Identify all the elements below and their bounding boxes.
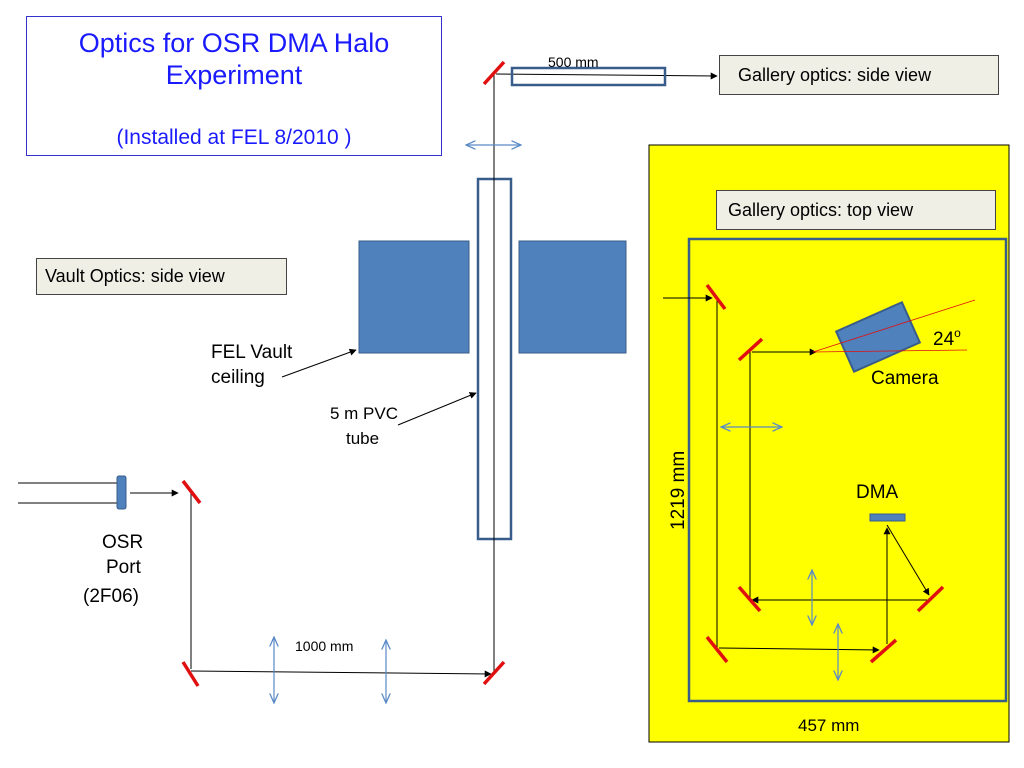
lens-tube-500 bbox=[510, 66, 667, 87]
osr-port-window bbox=[116, 475, 127, 510]
gallery-top-view-box: Gallery optics: top view bbox=[716, 190, 996, 230]
beam-horizontal bbox=[190, 670, 492, 678]
callout-fel-ceiling bbox=[281, 348, 357, 378]
gallery-side-view-box: Gallery optics: side view bbox=[719, 55, 999, 95]
gallery-table-outline bbox=[687, 237, 1008, 703]
mirror-gallery-4 bbox=[705, 635, 729, 664]
vault-side-view-box: Vault Optics: side view bbox=[36, 258, 287, 295]
dim-1000-label: 1000 mm bbox=[295, 638, 353, 654]
osr-port-label-3: (2F06) bbox=[83, 586, 139, 607]
dim-1219-label: 1219 mm bbox=[668, 451, 689, 530]
camera-label: Camera bbox=[871, 368, 939, 389]
fel-ceiling-label-2: ceiling bbox=[211, 367, 265, 388]
osr-port-label-2: Port bbox=[106, 557, 142, 578]
gallery-beam-dma-reflect bbox=[886, 524, 930, 596]
title-line-2: Experiment bbox=[165, 60, 303, 90]
angle-label: 24o bbox=[933, 326, 961, 350]
title-subtitle: (Installed at FEL 8/2010 ) bbox=[116, 126, 352, 149]
mirror-vault-2 bbox=[181, 661, 200, 687]
angle-ref-line bbox=[812, 349, 968, 353]
mirror-vault-3 bbox=[482, 660, 506, 686]
mirror-gallery-3 bbox=[737, 585, 762, 613]
dim-457-label: 457 mm bbox=[798, 716, 859, 735]
pvc-tube-label-2: tube bbox=[346, 429, 379, 448]
mirror-gallery-6 bbox=[916, 585, 945, 613]
dma-device bbox=[869, 513, 906, 522]
pvc-tube-label-1: 5 m PVC bbox=[330, 404, 398, 423]
mirror-vault-1 bbox=[181, 479, 202, 505]
fel-ceiling-label-1: FEL Vault bbox=[211, 342, 293, 363]
vault-ceiling-block-right bbox=[518, 240, 627, 354]
mirror-gallery-1 bbox=[705, 283, 727, 311]
title-box: Optics for OSR DMA Halo Experiment (Inst… bbox=[26, 16, 442, 156]
osr-port-label-1: OSR bbox=[102, 532, 143, 553]
gallery-panel bbox=[648, 144, 1010, 743]
title-line-1: Optics for OSR DMA Halo bbox=[78, 28, 390, 58]
angle-camera-line bbox=[812, 299, 976, 353]
mirror-vault-4 bbox=[482, 60, 506, 86]
beam-to-gallery bbox=[495, 72, 718, 80]
gallery-beam-bottom bbox=[718, 646, 880, 654]
dim-500-label: 500 mm bbox=[548, 54, 599, 70]
callout-pvc-tube bbox=[397, 392, 477, 426]
mirror-gallery-5 bbox=[869, 638, 898, 664]
dma-label: DMA bbox=[856, 482, 899, 503]
vault-ceiling-block-left bbox=[358, 240, 470, 354]
mirror-gallery-2 bbox=[737, 337, 764, 362]
